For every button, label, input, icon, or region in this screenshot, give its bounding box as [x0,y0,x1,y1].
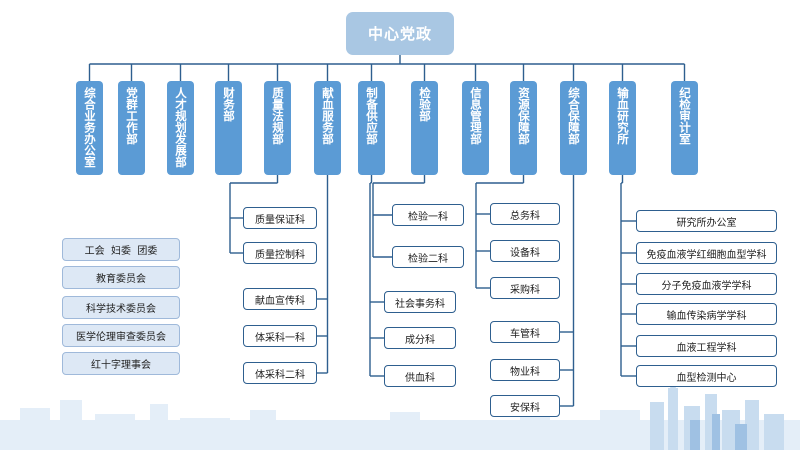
committee-2[interactable]: 科学技术委员会 [62,296,180,319]
department-d4[interactable]: 财务部 [215,81,242,175]
sub-unit-d10-2[interactable]: 采购科 [490,277,560,299]
sub-unit-d5-1[interactable]: 质量控制科 [243,242,317,264]
department-d11[interactable]: 综合保障部 [560,81,587,175]
department-d12[interactable]: 输血研究所 [609,81,636,175]
department-d3[interactable]: 人才规划发展部 [167,81,194,175]
sub-unit-d6-1[interactable]: 体采科一科 [243,325,317,347]
sub-unit-d7-0[interactable]: 社会事务科 [384,291,456,313]
sub-unit-d7-2[interactable]: 供血科 [384,365,456,387]
sub-unit-d6-2[interactable]: 体采科二科 [243,362,317,384]
sub-unit-d12-5[interactable]: 血型检测中心 [636,365,777,387]
department-d8[interactable]: 检验部 [411,81,438,175]
city-skyline-decoration [0,380,800,450]
department-d9[interactable]: 信息管理部 [462,81,489,175]
sub-unit-d8-1[interactable]: 检验二科 [392,246,464,268]
sub-unit-d11-1[interactable]: 物业科 [490,359,560,381]
committee-0[interactable]: 工会 妇委 团委 [62,238,180,261]
sub-unit-d12-3[interactable]: 输血传染病学学科 [636,303,777,325]
sub-unit-d12-2[interactable]: 分子免疫血液学学科 [636,273,777,295]
sub-unit-d11-2[interactable]: 安保科 [490,395,560,417]
sub-unit-d6-0[interactable]: 献血宣传科 [243,288,317,310]
sub-unit-d12-4[interactable]: 血液工程学科 [636,335,777,357]
sub-unit-d12-1[interactable]: 免疫血液学红细胞血型学科 [636,242,777,264]
department-d5[interactable]: 质量法规部 [264,81,291,175]
sub-unit-d5-0[interactable]: 质量保证科 [243,207,317,229]
sub-unit-d10-0[interactable]: 总务科 [490,203,560,225]
sub-unit-d8-0[interactable]: 检验一科 [392,204,464,226]
department-d6[interactable]: 献血服务部 [314,81,341,175]
department-d7[interactable]: 制备供应部 [358,81,385,175]
sub-unit-d10-1[interactable]: 设备科 [490,240,560,262]
sub-unit-d12-0[interactable]: 研究所办公室 [636,210,777,232]
department-d1[interactable]: 综合业务办公室 [76,81,103,175]
root-node[interactable]: 中心党政 [346,12,454,55]
department-d13[interactable]: 纪检审计室 [671,81,698,175]
department-d2[interactable]: 党群工作部 [118,81,145,175]
committee-3[interactable]: 医学伦理审查委员会 [62,324,180,347]
committee-4[interactable]: 红十字理事会 [62,352,180,375]
sub-unit-d7-1[interactable]: 成分科 [384,327,456,349]
sub-unit-d11-0[interactable]: 车管科 [490,321,560,343]
committee-1[interactable]: 教育委员会 [62,266,180,289]
department-d10[interactable]: 资源保障部 [510,81,537,175]
